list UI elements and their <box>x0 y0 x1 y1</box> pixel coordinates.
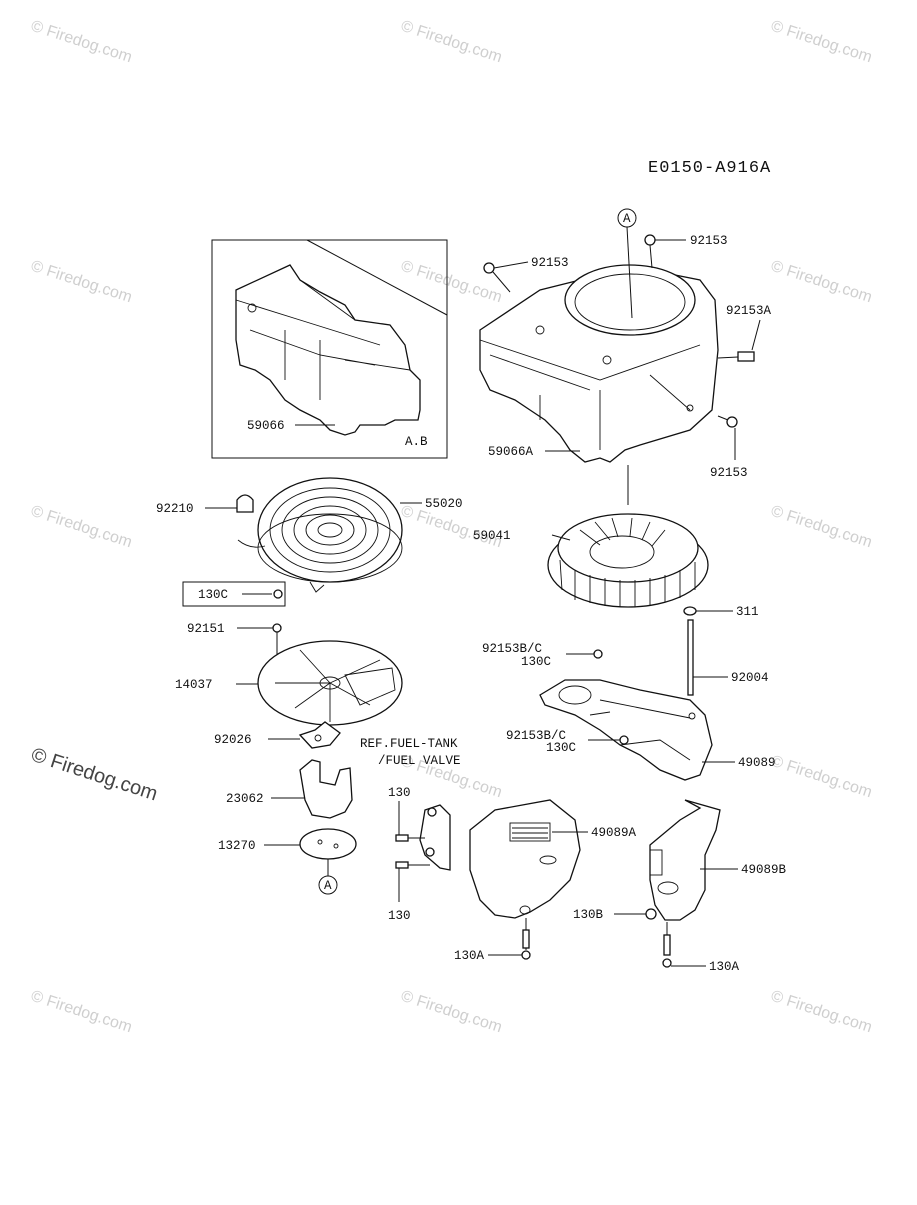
part-number: 92153A <box>726 304 772 318</box>
part-number: 92210 <box>156 502 194 516</box>
part-number: 13270 <box>218 839 256 853</box>
part-number: 92153 <box>710 466 748 480</box>
cover-49089B: 49089B <box>649 799 787 921</box>
bolt-130B: 130B <box>573 908 657 922</box>
plate-92026: 92026 <box>214 721 341 749</box>
marker-label: A <box>623 212 631 226</box>
watermark: © Firedog.com <box>769 258 874 307</box>
blower-housing-59066A <box>479 264 719 463</box>
watermark: © Firedog.com <box>399 18 504 67</box>
plate-13270: 13270 A <box>218 828 357 895</box>
part-number: 92026 <box>214 733 252 747</box>
watermark: © Firedog.com <box>769 18 874 67</box>
part-number: 130C <box>198 588 228 602</box>
part-number: 59066A <box>488 445 534 459</box>
ref-note: REF.FUEL-TANK <box>360 737 458 751</box>
part-number: 130A <box>454 949 485 963</box>
bracket-fuel-valve <box>419 804 451 871</box>
part-number: 92151 <box>187 622 225 636</box>
part-number: 130 <box>388 909 411 923</box>
baffle-49089: 49089 <box>539 679 776 781</box>
rotating-screen-55020: 55020 <box>257 477 463 593</box>
boxed-part-130C: 130C <box>182 581 286 607</box>
part-number: 92153 <box>690 234 728 248</box>
part-number: 92004 <box>731 671 769 685</box>
bolt-92153-top: 92153 <box>644 234 728 269</box>
bolt-92153BC-upper: 92153B/C 130C <box>482 642 603 669</box>
part-number: 49089 <box>738 756 776 770</box>
part-number: 55020 <box>425 497 463 511</box>
part-number: 130C <box>521 655 551 669</box>
nut-92210: 92210 <box>156 494 266 548</box>
watermark: © Firedog.com <box>399 988 504 1037</box>
watermark-main: © Firedog.com <box>28 744 160 806</box>
part-number: 59066 <box>247 419 285 433</box>
inset-label: A.B <box>405 435 428 449</box>
screw-130-lower: 130 <box>388 861 430 923</box>
cover-49089A: 49089A <box>469 799 637 919</box>
part-number: 130 <box>388 786 411 800</box>
marker-label: A <box>324 879 332 893</box>
watermark: © Firedog.com <box>29 988 134 1037</box>
fan-14037: 14037 <box>175 640 403 726</box>
watermark: © Firedog.com <box>29 258 134 307</box>
bolt-92153-right: 92153 <box>710 415 748 480</box>
inset-shroud-59066: A.B 59066 <box>211 239 448 459</box>
screw-92151: 92151 <box>187 622 282 660</box>
bolt-92153-left: 92153 <box>483 256 569 293</box>
flywheel-59041: 59041 <box>473 513 709 608</box>
screw-130A-right: 130A <box>662 922 740 974</box>
part-number: 92153B/C <box>482 642 542 656</box>
part-number: 92153B/C <box>506 729 566 743</box>
part-number: 130C <box>546 741 576 755</box>
bracket-23062: 23062 <box>226 759 353 819</box>
screw-130A-left: 130A <box>454 918 531 963</box>
bolt-92153BC-lower: 92153B/C 130C <box>506 729 629 755</box>
watermark: © Firedog.com <box>29 503 134 552</box>
stud-92004: 311 92004 <box>683 605 769 696</box>
screw-130-upper: 130 <box>388 786 425 842</box>
part-number: 14037 <box>175 678 213 692</box>
part-number: 130A <box>709 960 740 974</box>
watermark: © Firedog.com <box>29 18 134 67</box>
part-number: 49089B <box>741 863 787 877</box>
part-number: 92153 <box>531 256 569 270</box>
part-number: 59041 <box>473 529 511 543</box>
part-number: 311 <box>736 605 759 619</box>
watermark: © Firedog.com <box>769 503 874 552</box>
part-number: 49089A <box>591 826 637 840</box>
watermark: © Firedog.com <box>769 988 874 1037</box>
ref-note: /FUEL VALVE <box>378 754 461 768</box>
marker-a-icon <box>318 875 338 895</box>
part-number: 130B <box>573 908 604 922</box>
watermark: © Firedog.com <box>769 753 874 802</box>
part-number: 23062 <box>226 792 264 806</box>
diagram-code: E0150-A916A <box>648 159 771 178</box>
screw-92153A: 92153A <box>717 304 772 362</box>
